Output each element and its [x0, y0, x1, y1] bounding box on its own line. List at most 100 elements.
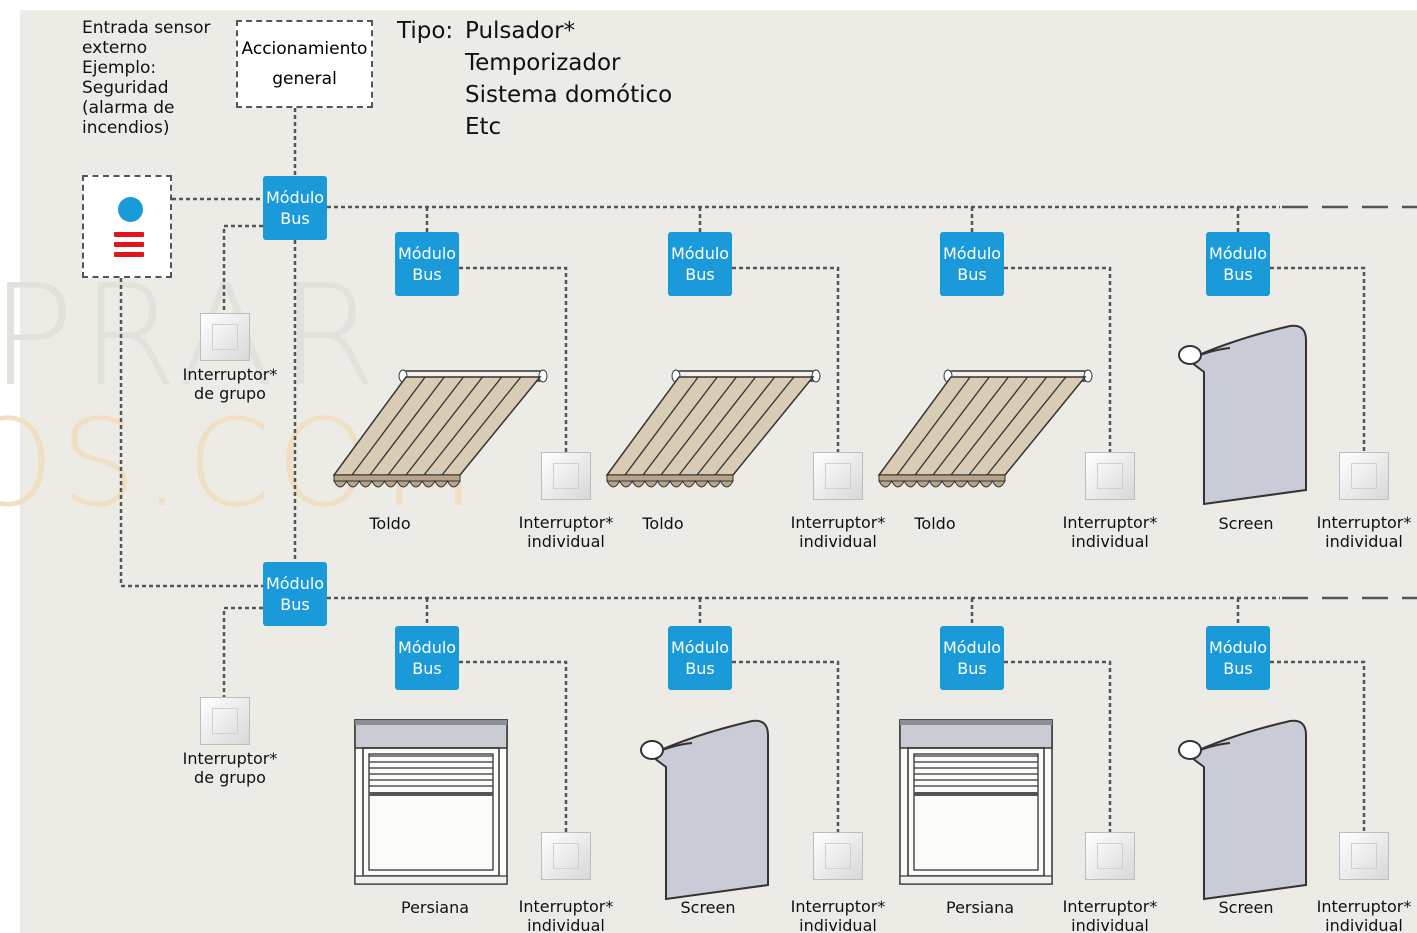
- individual-switch-icon[interactable]: [1085, 452, 1135, 500]
- individual-switch-icon[interactable]: [1339, 452, 1389, 500]
- individual-switch-label-2: individual: [1325, 916, 1403, 933]
- bus-label-1: Módulo: [942, 244, 1002, 263]
- type-value: Sistema domótico: [465, 82, 673, 108]
- general-control-box: Accionamiento general: [236, 20, 373, 108]
- individual-switch-label-2: individual: [1071, 532, 1149, 551]
- individual-switch-label: Interruptor*individual: [1304, 513, 1417, 551]
- device-label: Screen: [680, 898, 736, 917]
- individual-switch-icon[interactable]: [541, 832, 591, 880]
- wire-module-to-switch: [1270, 660, 1366, 832]
- bus-label-1: Módulo: [265, 574, 325, 593]
- wire-module-to-switch: [1004, 266, 1112, 452]
- device-label: Toldo: [914, 514, 956, 533]
- group-switch-label-1: Interruptor*: [182, 365, 278, 384]
- individual-switch-icon[interactable]: [541, 452, 591, 500]
- sensor-note: Entrada sensor externo Ejemplo: Segurida…: [82, 18, 211, 138]
- awning-icon: [877, 369, 1093, 488]
- bus-label-1: Módulo: [670, 244, 730, 263]
- group-switch-icon[interactable]: [200, 313, 250, 361]
- type-label: Tipo:: [397, 18, 454, 44]
- individual-switch-label-1: Interruptor*: [790, 513, 886, 532]
- device-label: Persiana: [400, 898, 470, 917]
- individual-switch-label: Interruptor*individual: [1050, 513, 1170, 551]
- individual-switch-icon[interactable]: [1085, 832, 1135, 880]
- sensor-note-line: Ejemplo:: [82, 58, 157, 78]
- bus-label-1: Módulo: [397, 638, 457, 657]
- general-control-label-2: general: [272, 69, 337, 89]
- bus-label-2: Bus: [685, 265, 715, 284]
- sensor-note-line: Entrada sensor: [82, 18, 211, 38]
- screen-icon: [640, 719, 769, 901]
- individual-switch-label-1: Interruptor*: [1062, 897, 1158, 916]
- sensor-note-line: (alarma de: [82, 98, 175, 118]
- individual-switch-label-1: Interruptor*: [518, 897, 614, 916]
- individual-switch-label: Interruptor*individual: [506, 513, 626, 551]
- wire-module-to-switch: [732, 266, 840, 452]
- individual-switch-label-1: Interruptor*: [1316, 897, 1412, 916]
- bus-label-2: Bus: [685, 659, 715, 678]
- individual-switch-icon[interactable]: [813, 832, 863, 880]
- type-value: Temporizador: [465, 50, 621, 76]
- main-bus-module-top: Módulo Bus: [263, 176, 327, 240]
- bus-label-1: Módulo: [1208, 244, 1268, 263]
- type-value: Pulsador*: [465, 18, 576, 44]
- external-sensor-box: [82, 175, 172, 278]
- bus-label-1: Módulo: [397, 244, 457, 263]
- individual-switch-label-1: Interruptor*: [518, 513, 614, 532]
- individual-switch-label-2: individual: [1071, 916, 1149, 933]
- bus-label-2: Bus: [280, 595, 310, 614]
- bus-label-2: Bus: [1223, 265, 1253, 284]
- individual-switch-label: Interruptor*individual: [1050, 897, 1170, 933]
- bus-label-2: Bus: [412, 265, 442, 284]
- group-switch-label: Interruptor* de grupo: [170, 749, 290, 787]
- individual-switch-label-2: individual: [527, 916, 605, 933]
- wire-module-to-switch: [459, 266, 568, 452]
- bus-label-2: Bus: [412, 659, 442, 678]
- bus-label-1: Módulo: [265, 188, 325, 207]
- bus-label-1: Módulo: [670, 638, 730, 657]
- bus-label-2: Bus: [957, 265, 987, 284]
- wire-module-to-switch: [1270, 266, 1366, 452]
- wire-sensor-to-bottom-bus: [119, 278, 263, 588]
- individual-switch-label-2: individual: [1325, 532, 1403, 551]
- individual-switch-label: Interruptor*individual: [1304, 897, 1417, 933]
- awning-icon: [605, 369, 821, 488]
- shutter-icon: [899, 719, 1053, 885]
- individual-switch-label-2: individual: [799, 532, 877, 551]
- device-label: Toldo: [642, 514, 684, 533]
- type-value: Etc: [465, 114, 502, 140]
- shutter-icon: [354, 719, 508, 885]
- individual-switch-label-1: Interruptor*: [1316, 513, 1412, 532]
- device-label: Persiana: [945, 898, 1015, 917]
- main-bus-module-bottom: Módulo Bus: [263, 562, 327, 626]
- device-label: Screen: [1218, 898, 1274, 917]
- device-label: Screen: [1218, 514, 1274, 533]
- device-label: Toldo: [369, 514, 411, 533]
- group-switch-label: Interruptor* de grupo: [170, 365, 290, 403]
- individual-switch-icon[interactable]: [1339, 832, 1389, 880]
- screen-icon: [1178, 719, 1307, 901]
- individual-switch-label-2: individual: [527, 532, 605, 551]
- group-switch-icon[interactable]: [200, 697, 250, 745]
- wire-module-to-switch: [732, 660, 840, 832]
- wire-module-to-switch: [459, 660, 568, 832]
- sensor-note-line: externo: [82, 38, 148, 58]
- group-switch-label-2: de grupo: [194, 768, 266, 787]
- individual-switch-label: Interruptor*individual: [506, 897, 626, 933]
- bus-label-2: Bus: [957, 659, 987, 678]
- bus-label-2: Bus: [280, 209, 310, 228]
- sensor-indicator-icon: [118, 197, 143, 222]
- awning-icon: [332, 369, 548, 488]
- wire-module-to-switch: [1004, 660, 1112, 832]
- sensor-note-line: incendios): [82, 118, 170, 138]
- individual-switch-icon[interactable]: [813, 452, 863, 500]
- alarm-icon: [114, 232, 144, 262]
